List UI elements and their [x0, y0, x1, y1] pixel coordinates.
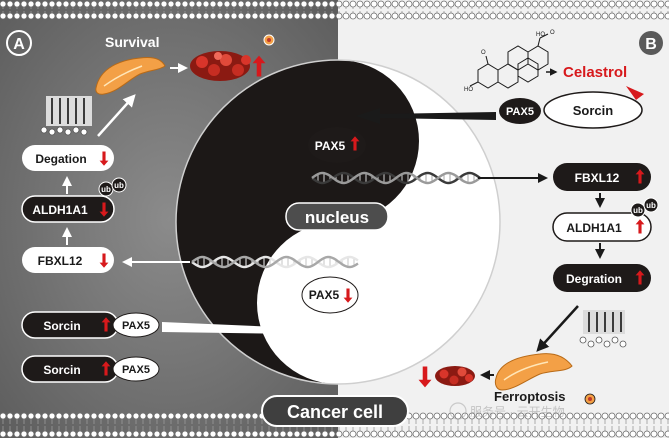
sorcin-pax5-complex-2: Sorcin PAX5 [21, 355, 160, 383]
protein-complex-icon-right [579, 310, 627, 348]
svg-text:ub: ub [101, 185, 111, 194]
cancer-cell-label: Cancer cell [287, 402, 383, 422]
svg-text:O: O [481, 50, 486, 56]
aldh1a1-pill-right: ALDH1A1 [552, 212, 652, 242]
pax5-pill-right: PAX5 [499, 98, 541, 124]
svg-text:HO: HO [536, 32, 545, 38]
svg-text:ub: ub [633, 206, 643, 215]
ferroptosis-label: Ferroptosis [494, 389, 566, 404]
arrow-degradation-to-pancreas [536, 305, 579, 352]
pax5-bottom-label: PAX5 [309, 288, 340, 302]
nucleus-label: nucleus [305, 208, 369, 227]
cancer-cell-label-box: Cancer cell [261, 395, 409, 427]
nucleus-label-box: nucleus [285, 202, 389, 231]
celastrol-label: Celastrol [563, 64, 627, 81]
panel-b-label: B [645, 36, 657, 53]
celastrol-structure-icon [469, 33, 549, 89]
small-cell-icon-left [263, 34, 275, 46]
ubiquitin-icon-left: ub ub [98, 177, 127, 197]
aldh1a1-pill-left: ALDH1A1 [21, 195, 115, 223]
svg-text:O: O [550, 30, 555, 36]
pancreas-icon-right [494, 353, 573, 391]
svg-text:ub: ub [114, 181, 124, 190]
svg-text:ub: ub [646, 201, 656, 210]
sorcin-pax5-complex-1: Sorcin PAX5 [21, 311, 160, 339]
sorcin-label-right: Sorcin [573, 103, 614, 118]
pax5-node-top: PAX5 [308, 127, 366, 163]
small-cell-icon-right [584, 393, 596, 405]
arrow-pax5-release [356, 108, 496, 124]
pax5-label-right: PAX5 [506, 106, 534, 118]
celastrol-binding-wedge [626, 86, 644, 100]
tumor-cluster-icon-left [190, 51, 251, 81]
aldh1a1-label-left: ALDH1A1 [32, 203, 88, 217]
sorcin-label-left-2: Sorcin [43, 363, 80, 377]
pax5-label-left-2: PAX5 [122, 364, 150, 376]
tumor-cluster-icon-right [435, 366, 475, 386]
ubiquitin-icon-right: ub ub [630, 197, 659, 218]
degradation-pill-left: Degation [22, 145, 114, 171]
pancreas-icon-left [95, 57, 166, 95]
fbxl12-label-right: FBXL12 [575, 171, 620, 185]
survival-label: Survival [105, 34, 159, 50]
degradation-label-right: Degration [566, 272, 622, 286]
arrow-pax5-into-nucleus [162, 320, 322, 342]
degradation-label-left: Degation [35, 152, 86, 166]
fbxl12-label-left: FBXL12 [38, 254, 83, 268]
aldh1a1-label-right: ALDH1A1 [566, 221, 622, 235]
panel-b-badge: B [639, 31, 663, 55]
pax5-label-left-1: PAX5 [122, 320, 150, 332]
dna-helix-top [311, 171, 481, 185]
protein-complex-icon-left [40, 96, 92, 136]
panel-a-badge: A [6, 30, 32, 56]
arrow-degradation-to-survival [97, 94, 136, 137]
fbxl12-pill-left: FBXL12 [22, 247, 114, 273]
watermark-text: 服务号 · 云开生物 [470, 404, 565, 419]
panel-a-label: A [13, 36, 25, 53]
pax5-node-bottom: PAX5 [301, 276, 359, 314]
watermark: 服务号 · 云开生物 [449, 402, 565, 420]
sorcin-pill-right: Sorcin [543, 91, 643, 129]
degradation-pill-right: Degration [553, 264, 651, 292]
svg-text:HO: HO [464, 87, 473, 93]
dna-helix-bottom [191, 255, 359, 269]
pax5-top-label: PAX5 [315, 139, 346, 153]
fbxl12-pill-right: FBXL12 [553, 163, 651, 191]
sorcin-label-left-1: Sorcin [43, 319, 80, 333]
